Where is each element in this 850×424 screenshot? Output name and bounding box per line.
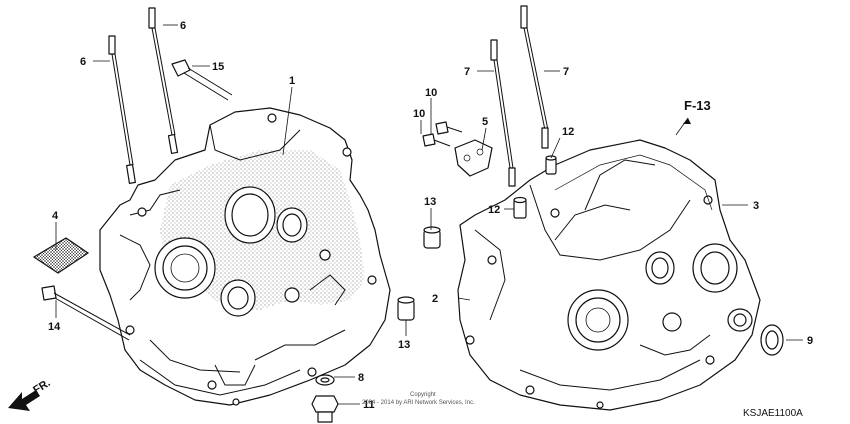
left-crankcase-half bbox=[99, 107, 391, 406]
callout-9: 9 bbox=[807, 335, 813, 347]
callout-labels: 1 2 3 4 5 6 6 7 7 8 9 10 10 11 12 12 13 … bbox=[48, 20, 813, 411]
callout-3: 3 bbox=[753, 200, 759, 212]
right-crankcase-half bbox=[457, 139, 761, 411]
callout-6a: 6 bbox=[80, 56, 86, 68]
reference-label: F-13 bbox=[684, 98, 711, 113]
dowel-13-left bbox=[423, 226, 441, 249]
stud-bolt-left-long bbox=[148, 7, 179, 154]
drain-bolt-11 bbox=[311, 395, 339, 423]
dowel-pin-upper bbox=[545, 155, 557, 175]
copyright-line-1: Copyright bbox=[410, 392, 436, 398]
callout-13a: 13 bbox=[424, 196, 436, 208]
callout-10a: 10 bbox=[425, 87, 437, 99]
reference-arrow-icon bbox=[683, 118, 691, 124]
bolt-14 bbox=[41, 285, 131, 341]
callout-7b: 7 bbox=[563, 66, 569, 78]
crankcase-gasket-edge bbox=[554, 154, 713, 211]
stud-bolt-right-short bbox=[490, 39, 516, 187]
setting-plate-5 bbox=[454, 139, 493, 177]
oil-strainer-screen-4 bbox=[32, 237, 90, 274]
bolt-15 bbox=[171, 59, 233, 101]
callout-14: 14 bbox=[48, 321, 61, 333]
callout-15: 15 bbox=[212, 61, 224, 73]
front-arrow-icon bbox=[8, 390, 40, 411]
dowel-13-right bbox=[397, 296, 415, 321]
callout-10b: 10 bbox=[413, 108, 425, 120]
callout-6b: 6 bbox=[180, 20, 186, 32]
dowel-pin-lower bbox=[513, 196, 527, 219]
stud-bolt-left-short bbox=[108, 35, 136, 184]
stud-bolt-right-long bbox=[520, 5, 549, 149]
callout-12b: 12 bbox=[488, 204, 500, 216]
callout-13b: 13 bbox=[398, 339, 410, 351]
copyright-line-2: 2004 - 2014 by ARI Network Services, Inc… bbox=[362, 400, 475, 406]
callout-11: 11 bbox=[363, 399, 375, 411]
callout-7a: 7 bbox=[464, 66, 470, 78]
diagram-code: KSJAE1100A bbox=[743, 408, 803, 419]
callout-5: 5 bbox=[482, 116, 488, 128]
oil-seal-9 bbox=[760, 324, 784, 356]
front-direction-indicator: FR. bbox=[8, 377, 53, 411]
sealing-washer-8 bbox=[315, 374, 335, 386]
bolt-10-upper bbox=[435, 121, 463, 135]
callout-1: 1 bbox=[289, 75, 295, 87]
callout-2: 2 bbox=[432, 293, 438, 305]
callout-4: 4 bbox=[52, 210, 59, 222]
callout-12a: 12 bbox=[562, 126, 574, 138]
leader-lines bbox=[55, 24, 803, 405]
bolt-10-lower bbox=[422, 133, 451, 147]
callout-8: 8 bbox=[358, 372, 364, 384]
